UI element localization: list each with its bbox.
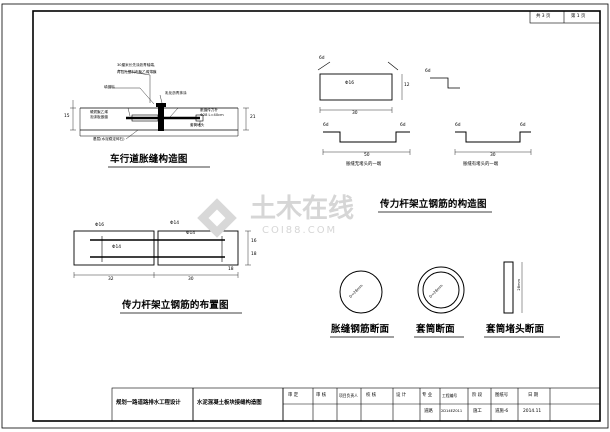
dim-left: 15 (64, 114, 70, 119)
bar-detail (317, 61, 532, 155)
sheet-current: 第 1 页 (571, 14, 586, 19)
note-base-course: 基层(水泥稳定碎石) (93, 137, 125, 141)
tb-label-4: 设 计 (396, 393, 407, 398)
caption-joint-bar: 胀缝钢筋断面 (331, 324, 390, 335)
caption-sleeve-cap: 套筒堵头断面 (486, 324, 545, 335)
tb-value-6: 2D14EZ011 (441, 409, 463, 413)
bar-top-phi: Φ16 (345, 81, 355, 86)
note-plastic-sleeve: 再包扎塑料布聚乙烯薄膜 (117, 70, 157, 74)
tb-label-9: 日 期 (528, 393, 539, 398)
bar-top-hook-right: 6d (425, 69, 431, 74)
bar-top-hook: 6d (319, 56, 325, 61)
note-filler: 填缝料 (104, 85, 115, 89)
tb-label-0: 审 定 (288, 393, 299, 398)
tb-label-7: 阶 段 (472, 393, 483, 398)
caption-sleeve: 套筒断面 (416, 324, 455, 335)
section-shapes (339, 261, 523, 314)
tb-value-8: 道施-6 (495, 409, 509, 414)
bar-top-side: 12 (404, 83, 410, 88)
tb-value-5: 道路 (424, 409, 433, 414)
tb-label-2: 项目负责人 (339, 393, 358, 398)
layout-phi-a: Φ16 (95, 223, 105, 228)
note-emulsified-asphalt: 乳化沥青抹涂 (165, 91, 187, 95)
tb-value-9: 2014.11 (523, 409, 542, 414)
caption-dowel-structure: 传力杆架立钢筋的构造图 (380, 199, 487, 210)
bar-left-label: 胀缝无堵头的一端 (346, 162, 382, 167)
layout-side-b: 18 (251, 252, 257, 257)
outer-border (1, 3, 609, 429)
bar-left-b: 6d (400, 123, 406, 128)
caption-dowel-layout: 传力杆架立钢筋的布置图 (122, 300, 229, 311)
layout-diagram (73, 230, 251, 278)
layout-bottom-b: 30 (188, 277, 194, 282)
dim-right: 21 (250, 115, 256, 120)
sheet-info-box (529, 10, 601, 24)
note-foam-board: 硬质聚乙烯 泡沫板嵌缝 (90, 110, 108, 119)
watermark-logo (197, 198, 237, 238)
bar-left-a: 6d (323, 123, 329, 128)
tb-label-5: 专 业 (422, 393, 433, 398)
tb-label-8: 图纸号 (495, 393, 509, 398)
tb-label-1: 审 核 (316, 393, 327, 398)
layout-phi-d: Φ14 (112, 245, 122, 250)
bar-right-b: 30 (490, 153, 496, 158)
joint-diagram (70, 69, 249, 140)
note-cap-sleeve: 套筒堵头 (190, 123, 205, 127)
layout-phi-c: Φ14 (186, 231, 196, 236)
watermark-subtext: COI88.COM (262, 225, 338, 236)
bar-right-label: 胀缝有堵头的一端 (463, 162, 499, 167)
note-asphalt-treated: 30厘米长先涂沥青轴端, (117, 63, 156, 67)
bar-right-a: 6d (455, 123, 461, 128)
bar-left-len: 50 (364, 153, 370, 158)
bar-top-len: 30 (352, 111, 358, 116)
caption-joint: 车行道胀缝构造图 (110, 154, 188, 165)
bar-right-c: 6d (520, 123, 526, 128)
watermark-text: 土木在线 (250, 194, 355, 224)
tb-value-7: 施工 (473, 409, 482, 414)
sheet-total: 共 3 页 (536, 14, 551, 19)
note-dowel-bar: 胀缝传力杆 Φ28 L=40cm (200, 108, 224, 117)
layout-bottom-a: 32 (108, 277, 114, 282)
tb-label-6: 工程编号 (442, 393, 458, 398)
layout-side-a: 16 (251, 239, 257, 244)
title-block-project: 规划一路道路排水工程设计 (116, 400, 181, 406)
title-block-drawing: 水泥混凝土板块接缝构造图 (197, 400, 262, 406)
section-cap-dim: 28mm (516, 279, 521, 291)
layout-bottom-c: 18 (228, 267, 234, 272)
tb-label-3: 校 核 (366, 393, 377, 398)
title-block-grid (111, 387, 601, 422)
layout-phi-b: Φ14 (170, 221, 180, 226)
